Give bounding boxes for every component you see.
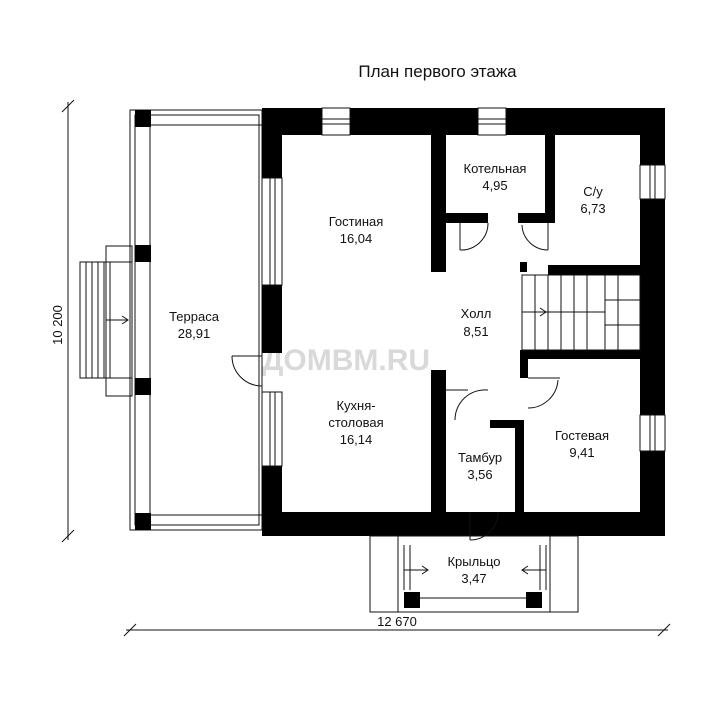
room-area-bathroom: 6,73 (580, 201, 605, 216)
room-name-vestibule: Тамбур (458, 450, 502, 465)
watermark: ДОМВМ.RU (262, 344, 430, 377)
porch-structure (369, 535, 579, 613)
room-name-porch: Крыльцо (447, 554, 500, 569)
room-name-kitchen-line2: столовая (328, 415, 383, 430)
room-area-vestibule: 3,56 (467, 467, 492, 482)
room-name-hall: Холл (461, 306, 492, 321)
porch-posts (404, 592, 542, 608)
plan-title: План первого этажа (358, 62, 517, 81)
room-area-terrace: 28,91 (178, 326, 211, 341)
windows (261, 107, 666, 467)
door-swings (231, 222, 560, 541)
dimension-lines (61, 99, 671, 637)
room-area-kitchen: 16,14 (340, 432, 373, 447)
room-name-bathroom: С/у (583, 184, 603, 199)
interior-walls (431, 135, 640, 512)
room-area-hall: 8,51 (463, 324, 488, 339)
room-name-kitchen-line1: Кухня- (336, 398, 375, 413)
room-area-living: 16,04 (340, 231, 373, 246)
interior-stairs (521, 274, 641, 351)
room-name-terrace: Терраса (169, 309, 220, 324)
terrace-stairs (79, 245, 133, 397)
height-dimension-label: 10 200 (50, 305, 65, 345)
width-dimension-label: 12 670 (377, 614, 417, 629)
room-area-porch: 3,47 (461, 571, 486, 586)
room-name-living: Гостиная (329, 214, 384, 229)
room-name-guest: Гостевая (555, 428, 609, 443)
room-name-boiler: Котельная (464, 161, 527, 176)
terrace-posts (135, 110, 151, 530)
room-labels: Терраса 28,91 Гостиная 16,04 Котельная 4… (169, 161, 609, 586)
room-area-boiler: 4,95 (482, 178, 507, 193)
room-area-guest: 9,41 (569, 445, 594, 460)
